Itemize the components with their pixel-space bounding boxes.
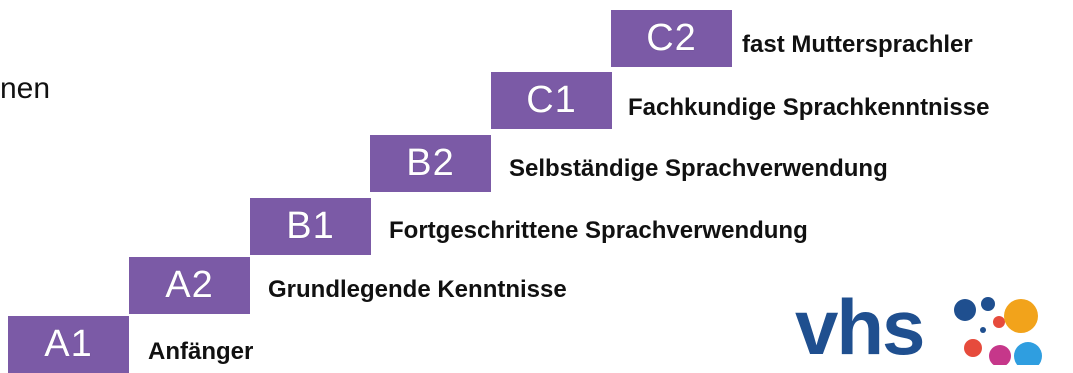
level-description-a1: Anfänger [148,338,254,365]
heading-fragment: nen [0,72,51,105]
logo-dot-blue [954,299,976,321]
vhs-logo: vhs [795,283,1073,371]
logo-dot-tiny [980,327,986,333]
logo-dot-orange [1004,299,1038,333]
level-description-a2: Grundlegende Kenntnisse [268,276,567,303]
vhs-logo-dots-icon [954,297,1042,365]
level-description-b1: Fortgeschrittene Sprachverwendung [389,217,808,244]
vhs-logo-text: vhs [795,283,925,371]
logo-dot-lightblue [1014,342,1042,365]
level-box-a1: A1 [8,316,129,373]
logo-dot-red [964,339,982,357]
level-description-b2: Selbständige Sprachverwendung [509,155,888,182]
logo-dot-blue-small [981,297,995,311]
logo-dot-magenta [989,345,1011,365]
level-box-c1: C1 [491,72,612,129]
level-box-a2: A2 [129,257,250,314]
level-box-b2: B2 [370,135,491,192]
level-description-c2: fast Muttersprachler [742,31,973,58]
level-box-c2: C2 [611,10,732,67]
level-description-c1: Fachkundige Sprachkenntnisse [628,94,990,121]
level-box-b1: B1 [250,198,371,255]
logo-dot-red-small [993,316,1005,328]
